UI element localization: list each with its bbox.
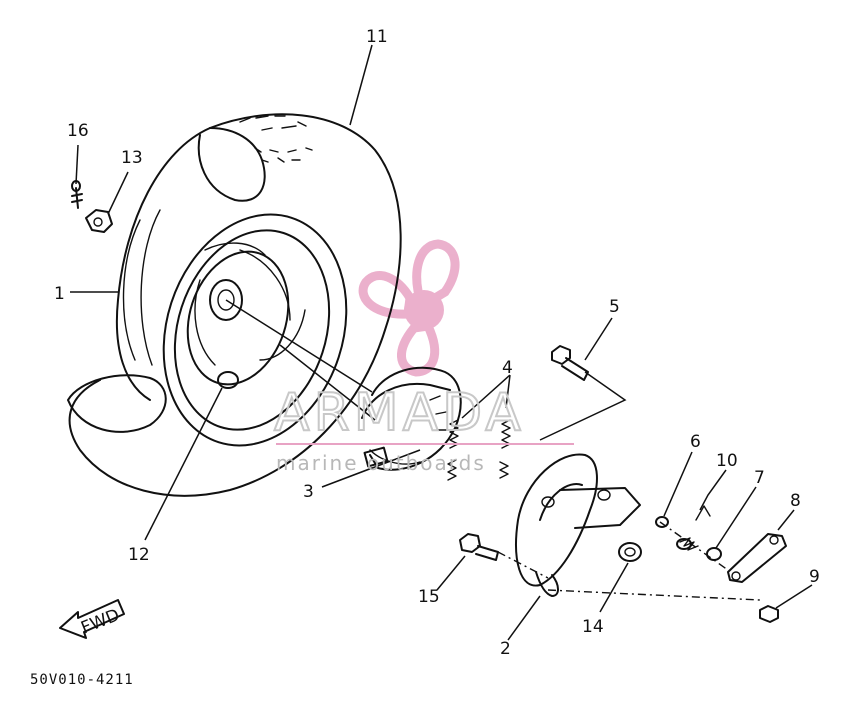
- brake-shoe-plate-part: [515, 453, 641, 597]
- thrust-washer-part: [618, 542, 642, 562]
- callout-6: 6: [690, 432, 701, 452]
- camshaft-part: [551, 345, 589, 381]
- callout-7: 7: [754, 468, 765, 488]
- rear-wheel-assembly: [67, 113, 402, 497]
- fwd-direction-arrow: FWD: [59, 599, 125, 639]
- brake-shoe-part: [361, 366, 462, 471]
- callout-9: 9: [809, 567, 820, 587]
- watermark-propeller-logo: [358, 239, 460, 377]
- fwd-label: FWD: [78, 605, 122, 638]
- callout-3: 3: [303, 482, 314, 502]
- callout-2: 2: [500, 639, 511, 659]
- callout-4: 4: [502, 358, 513, 378]
- callout-10: 10: [716, 451, 738, 471]
- callout-13: 13: [121, 148, 143, 168]
- callout-5: 5: [609, 297, 620, 317]
- return-spring-part: [676, 505, 711, 551]
- diagram-code: 50V010-4211: [30, 672, 134, 688]
- watermark-tagline: marine outboards: [276, 451, 486, 475]
- valve-nut-part: [85, 209, 113, 233]
- callout-1: 1: [54, 284, 65, 304]
- leader-lines: [70, 44, 813, 641]
- callout-15: 15: [418, 587, 440, 607]
- valve-stem-part: [71, 180, 83, 209]
- camshaft-lever-part: [727, 533, 787, 583]
- callout-8: 8: [790, 491, 801, 511]
- callout-16: 16: [67, 121, 89, 141]
- lever-bolt-part: [759, 605, 779, 623]
- callout-11: 11: [366, 27, 388, 47]
- callout-14: 14: [582, 617, 604, 637]
- washer-part: [706, 547, 722, 561]
- watermark-brand: ARMADA: [274, 383, 525, 443]
- bolt-part: [459, 533, 499, 561]
- callout-12: 12: [128, 545, 150, 565]
- o-ring-part: [655, 516, 669, 528]
